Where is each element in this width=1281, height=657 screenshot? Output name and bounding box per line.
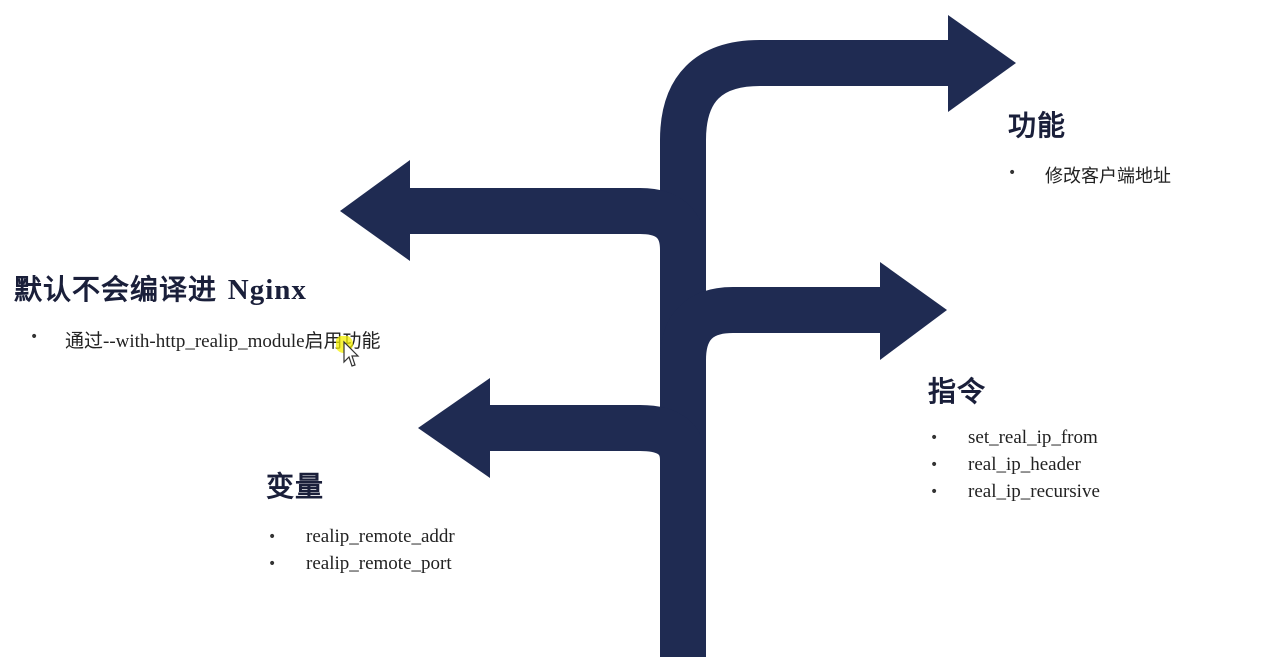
list-item: • real_ip_recursive xyxy=(928,481,1100,508)
list-item: • 修改客户端地址 xyxy=(1008,162,1171,188)
mouse-pointer-icon xyxy=(336,336,360,367)
bullet-icon: • xyxy=(268,556,277,572)
list-item: • realip_remote_addr xyxy=(266,526,455,553)
signpost-right-middle-branch xyxy=(660,287,885,362)
features-list: • 修改客户端地址 xyxy=(1008,162,1171,188)
list-item-text: realip_remote_addr xyxy=(306,526,455,547)
directives-section: 指令 • set_real_ip_from • real_ip_header • re… xyxy=(928,370,1100,508)
signpost-trunk xyxy=(660,40,950,657)
arrowhead-lower-left xyxy=(418,378,490,478)
list-item: • set_real_ip_from xyxy=(928,427,1100,454)
directives-heading: 指令 xyxy=(928,375,987,408)
bullet-icon: • xyxy=(930,457,939,473)
list-item-text: set_real_ip_from xyxy=(968,427,1098,448)
list-item-text: real_ip_header xyxy=(968,454,1081,475)
features-section: 功能 • 修改客户端地址 xyxy=(1008,104,1171,188)
variables-section: 变量 • realip_remote_addr • realip_remote_po… xyxy=(266,465,455,580)
bullet-icon: • xyxy=(268,529,277,545)
bullet-icon: • xyxy=(1008,165,1017,181)
signpost-left-lower-branch xyxy=(485,405,706,462)
arrowhead-top-right xyxy=(948,15,1016,112)
compile-list: • 通过--with-http_realip_module启用功能 xyxy=(14,326,381,353)
variables-list: • realip_remote_addr • realip_remote_port xyxy=(266,526,455,580)
list-item-text: realip_remote_port xyxy=(306,553,452,574)
list-item: • 通过--with-http_realip_module启用功能 xyxy=(14,326,381,353)
directives-list: • set_real_ip_from • real_ip_header • real_… xyxy=(928,427,1100,508)
list-item-text: real_ip_recursive xyxy=(968,481,1100,502)
features-heading: 功能 xyxy=(1008,109,1067,142)
signpost-left-upper-branch xyxy=(405,188,706,252)
list-item-text: 修改客户端地址 xyxy=(1045,166,1171,187)
list-item-text: 通过--with-http_realip_module启用功能 xyxy=(65,331,381,352)
arrowhead-middle-right xyxy=(880,262,947,360)
list-item: • realip_remote_port xyxy=(266,553,455,580)
arrowhead-upper-left xyxy=(340,160,410,261)
bullet-icon: • xyxy=(30,329,39,345)
compile-heading-cn: 默认不会编译进 xyxy=(14,273,218,306)
compile-section: 默认不会编译进 Nginx • 通过--with-http_realip_modu… xyxy=(14,268,381,353)
compile-heading-en: Nginx xyxy=(227,274,307,306)
bullet-icon: • xyxy=(930,484,939,500)
variables-heading: 变量 xyxy=(266,470,325,503)
bullet-icon: • xyxy=(930,430,939,446)
compile-heading: 默认不会编译进 Nginx xyxy=(14,268,381,308)
list-item: • real_ip_header xyxy=(928,454,1100,481)
